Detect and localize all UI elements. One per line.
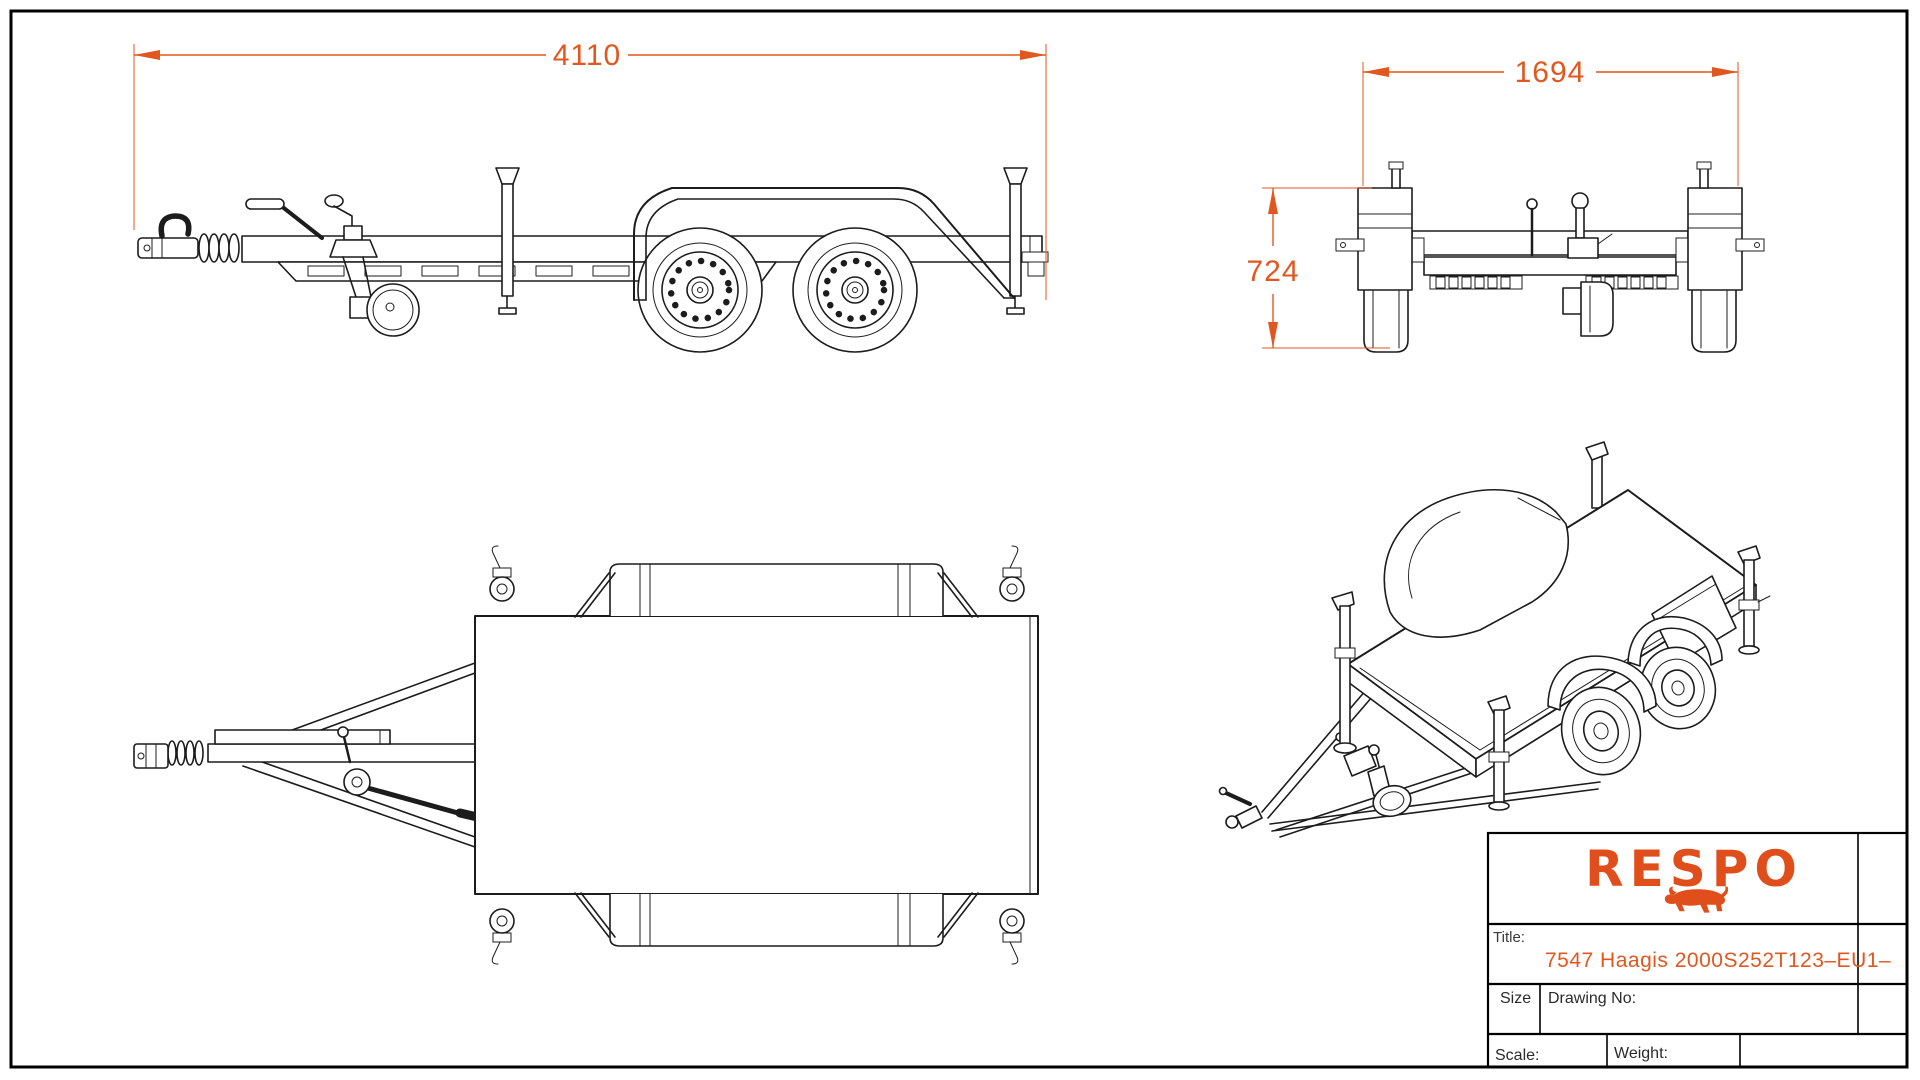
respo-logo-text: RESPO xyxy=(1585,840,1803,898)
front-view-right-wheel xyxy=(1687,161,1765,353)
iso-jockey-wheel xyxy=(1367,744,1412,818)
size-label: Size xyxy=(1500,990,1531,1007)
dim-width-text: 1694 xyxy=(1515,56,1586,89)
bull-icon xyxy=(1664,886,1729,913)
iso-jack-back xyxy=(1585,441,1609,509)
front-view-left-wheel xyxy=(1335,161,1413,353)
handbrake-lever-side xyxy=(245,198,324,240)
iso-jack-front xyxy=(1487,695,1511,811)
corner-tiedown-tl xyxy=(489,545,515,602)
iso-far-fender xyxy=(1383,488,1570,638)
rear-jack-post-side xyxy=(1003,167,1028,315)
iso-jack-left xyxy=(1331,591,1357,754)
dim-height-text: 724 xyxy=(1246,255,1299,288)
side-rail xyxy=(633,187,1015,301)
weight-label: Weight: xyxy=(1614,1045,1668,1062)
corner-tiedown-bl xyxy=(489,908,515,965)
dimension-length: 4110 xyxy=(133,39,1047,300)
bottom-fender xyxy=(609,893,944,947)
dimension-height: 724 xyxy=(1246,187,1390,349)
hitch-coupler xyxy=(137,213,240,263)
iso-coupler xyxy=(1218,786,1263,829)
scale-label: Scale: xyxy=(1495,1047,1539,1064)
title-block: RESPO Title: 7547 Haagis 2000S252T123–EU… xyxy=(1486,831,1909,1069)
iso-rear-fender xyxy=(1651,575,1737,665)
side-wheel-1 xyxy=(637,227,763,353)
iso-front-wheel xyxy=(1560,686,1642,776)
top-view xyxy=(133,545,1039,965)
corner-tiedown-br xyxy=(999,908,1025,965)
front-view xyxy=(1335,161,1765,353)
side-wheel-2 xyxy=(792,227,918,353)
isometric-view xyxy=(1218,441,1771,838)
hitch-coupler-top xyxy=(133,743,169,769)
dim-length-text: 4110 xyxy=(553,39,622,72)
top-fender xyxy=(609,563,944,617)
page-border xyxy=(9,9,1909,1069)
dimension-width: 1694 xyxy=(1362,56,1739,186)
front-jack-post-side xyxy=(495,167,520,315)
iso-front-fender xyxy=(1547,655,1657,713)
jockey-wheel-side xyxy=(324,194,420,337)
title-label: Title: xyxy=(1493,929,1525,946)
side-view xyxy=(137,167,1049,353)
iso-mid-fender xyxy=(1627,616,1723,667)
corner-tiedown-tr xyxy=(999,545,1025,602)
respo-logo: RESPO xyxy=(1585,840,1803,913)
drawing-no-label: Drawing No: xyxy=(1548,990,1636,1007)
title-value: 7547 Haagis 2000S252T123–EU1– xyxy=(1545,949,1891,972)
front-view-center xyxy=(1526,192,1614,337)
iso-jack-right xyxy=(1737,545,1771,655)
